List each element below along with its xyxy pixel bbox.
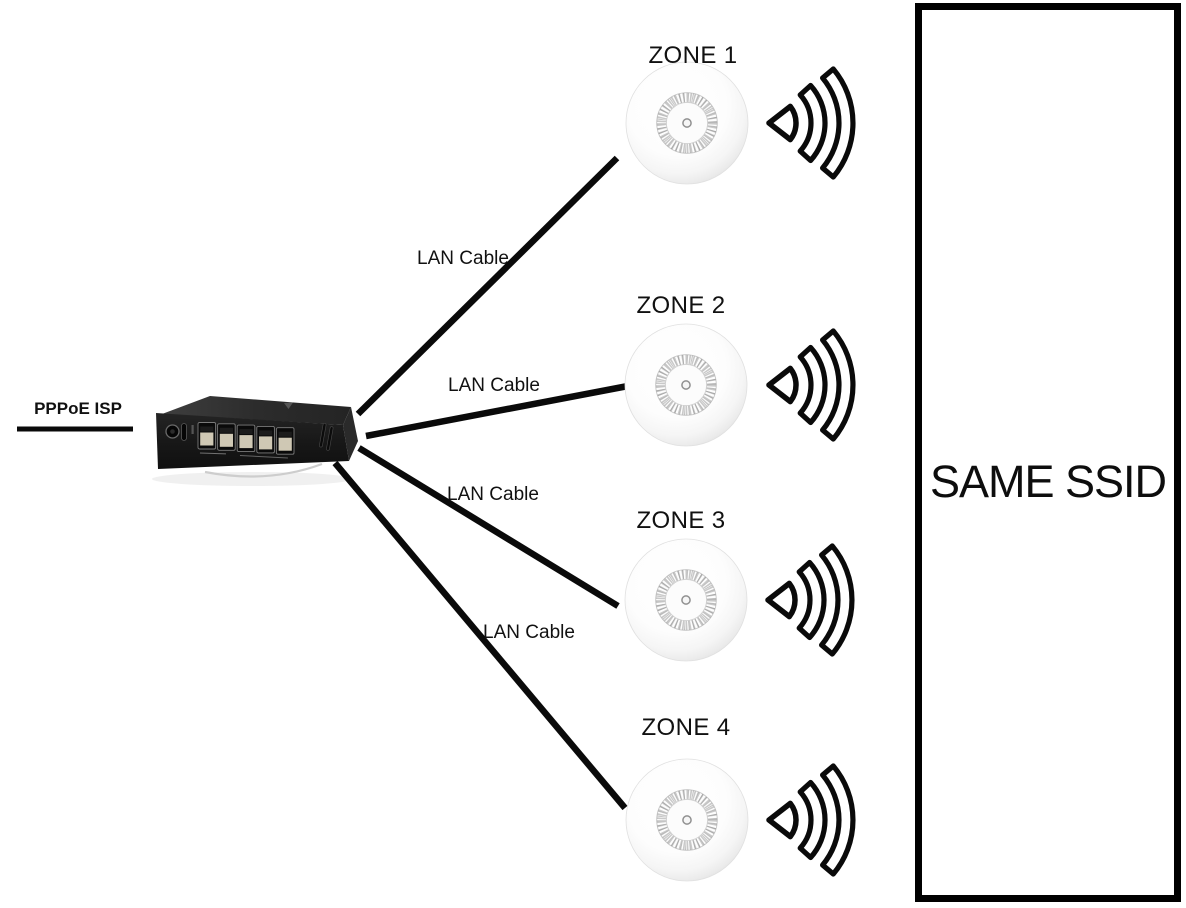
router-vents — [319, 423, 334, 451]
zone-4-label: ZONE 4 — [641, 714, 731, 741]
zone-3-label: ZONE 3 — [636, 507, 726, 534]
lan-cable-line-3 — [357, 445, 620, 609]
pppoe-isp-label: PPPoE ISP — [34, 399, 122, 418]
ethernet-ports — [197, 422, 295, 455]
access-point-zone-3 — [625, 539, 747, 661]
lan-cable-line-4 — [332, 460, 628, 811]
wifi-signal-icon-zone-2 — [769, 331, 853, 439]
wifi-signal-icon-zone-4 — [769, 766, 853, 874]
wifi-signal-icon-zone-3 — [768, 546, 852, 654]
access-point-zone-2 — [625, 324, 747, 446]
access-point-zone-4 — [626, 759, 748, 881]
lan-cable-label-3: LAN Cable — [447, 484, 539, 505]
lan-cable-label-1: LAN Cable — [417, 248, 509, 269]
wifi-signal-icon-zone-1 — [769, 69, 853, 177]
lan-cable-label-4: LAN Cable — [483, 622, 575, 643]
lan-cable-label-2: LAN Cable — [448, 375, 540, 396]
same-ssid-label: SAME SSID — [929, 456, 1167, 507]
lan-cable-line-1 — [355, 155, 620, 417]
lan-cable-lines — [332, 155, 629, 811]
access-point-zone-1 — [626, 62, 748, 184]
router-device-icon — [152, 396, 358, 486]
zone-1-label: ZONE 1 — [648, 42, 738, 69]
same-ssid-box: SAME SSID — [915, 3, 1181, 902]
lan-cable-line-2 — [365, 382, 629, 440]
zone-2-label: ZONE 2 — [636, 292, 726, 319]
